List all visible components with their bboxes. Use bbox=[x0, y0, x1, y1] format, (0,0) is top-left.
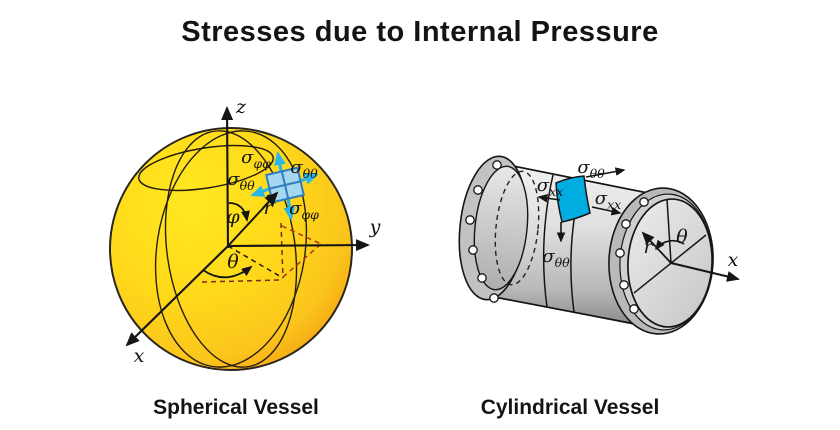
sigma-thetatheta-top-arrow bbox=[585, 167, 626, 178]
rivet bbox=[473, 185, 483, 195]
sigma-phiphi-bottom-label: σφφ bbox=[289, 198, 319, 222]
meridian-circle-left bbox=[154, 130, 308, 368]
theta-label: θ bbox=[227, 251, 239, 273]
spherical-vessel-caption: Spherical Vessel bbox=[153, 396, 319, 419]
rivet bbox=[468, 245, 478, 255]
rivet bbox=[489, 293, 499, 303]
z-axis bbox=[221, 106, 234, 249]
projection-dashes bbox=[201, 222, 322, 283]
sigma-xx-left-arrow bbox=[537, 193, 561, 203]
stress-element-cross-v bbox=[280, 171, 290, 199]
sphere-axes bbox=[125, 106, 370, 347]
phi-angle-arc bbox=[228, 202, 250, 222]
x-axis bbox=[670, 262, 740, 282]
stress-arrow-right bbox=[299, 173, 319, 185]
cylinder-bottom-edge bbox=[488, 295, 652, 328]
rivet bbox=[465, 215, 475, 225]
r-label: r bbox=[263, 197, 274, 219]
left-end-cap bbox=[473, 165, 529, 291]
r-label: r bbox=[643, 236, 654, 258]
sphere-body bbox=[109, 127, 353, 371]
x-axis-label: x bbox=[728, 249, 739, 271]
sigma-thetatheta-right-label: σθθ bbox=[290, 157, 318, 181]
sigma-thetatheta-bottom-label: σθθ bbox=[542, 246, 570, 270]
sphere-stress-arrows bbox=[250, 151, 319, 221]
sigma-thetatheta-left-label: σθθ bbox=[227, 169, 255, 193]
stress-arrow-left bbox=[250, 185, 270, 197]
page-title: Stresses due to Internal Pressure bbox=[181, 16, 659, 48]
left-flange-rivets bbox=[465, 160, 502, 303]
rivet bbox=[621, 219, 631, 229]
sigma-xx-left-label: σxx bbox=[537, 175, 563, 199]
y-axis bbox=[227, 239, 370, 252]
z-axis-label: z bbox=[235, 96, 247, 118]
sigma-xx-right-arrow bbox=[591, 206, 622, 216]
rivet bbox=[615, 248, 625, 258]
rivet bbox=[492, 160, 502, 170]
projection-line-origin bbox=[227, 245, 284, 279]
rivet bbox=[619, 280, 629, 290]
cylindrical-vessel-caption: Cylindrical Vessel bbox=[480, 396, 660, 419]
y-axis-label: y bbox=[369, 216, 381, 238]
theta-angle-arc bbox=[202, 265, 253, 279]
hoop-band-left-line bbox=[542, 174, 554, 308]
face-vertical-radius bbox=[666, 198, 672, 264]
face-diagonal-chord bbox=[633, 234, 707, 294]
stress-arrow-up bbox=[274, 151, 286, 172]
cylinder-stress-element bbox=[555, 175, 591, 223]
sigma-phiphi-top-label: σφφ bbox=[241, 147, 271, 171]
stress-arrow-down bbox=[283, 197, 296, 221]
x-axis-label: x bbox=[134, 345, 145, 367]
latitude-circle bbox=[138, 144, 274, 192]
rivet bbox=[629, 304, 639, 314]
sigma-thetatheta-top-label: σθθ bbox=[577, 157, 605, 181]
projection-line-red-upper bbox=[281, 225, 322, 245]
theta-label: θ bbox=[676, 226, 688, 248]
projection-line-horizontal bbox=[201, 279, 282, 283]
hidden-cap-edge-dashed bbox=[494, 170, 540, 286]
cylinder-stress-arrows bbox=[537, 167, 626, 243]
rivet bbox=[639, 197, 649, 207]
right-flange-rivets bbox=[615, 197, 649, 314]
theta-angle-arc bbox=[655, 239, 685, 251]
spherical-vessel-figure: z y x r φ θ σφφ σθθ σθθ σφφ bbox=[109, 96, 381, 371]
projection-line-vertical bbox=[280, 222, 284, 279]
r-vector-tip bbox=[262, 191, 279, 209]
rivet bbox=[477, 273, 487, 283]
cylindrical-vessel-figure: σθθ σxx σxx σθθ r θ x bbox=[458, 155, 740, 335]
meridian-circle-right bbox=[164, 130, 298, 368]
phi-label: φ bbox=[226, 206, 240, 228]
sigma-xx-right-label: σxx bbox=[595, 188, 621, 212]
sphere-great-circles bbox=[138, 130, 308, 368]
x-axis bbox=[125, 245, 229, 347]
